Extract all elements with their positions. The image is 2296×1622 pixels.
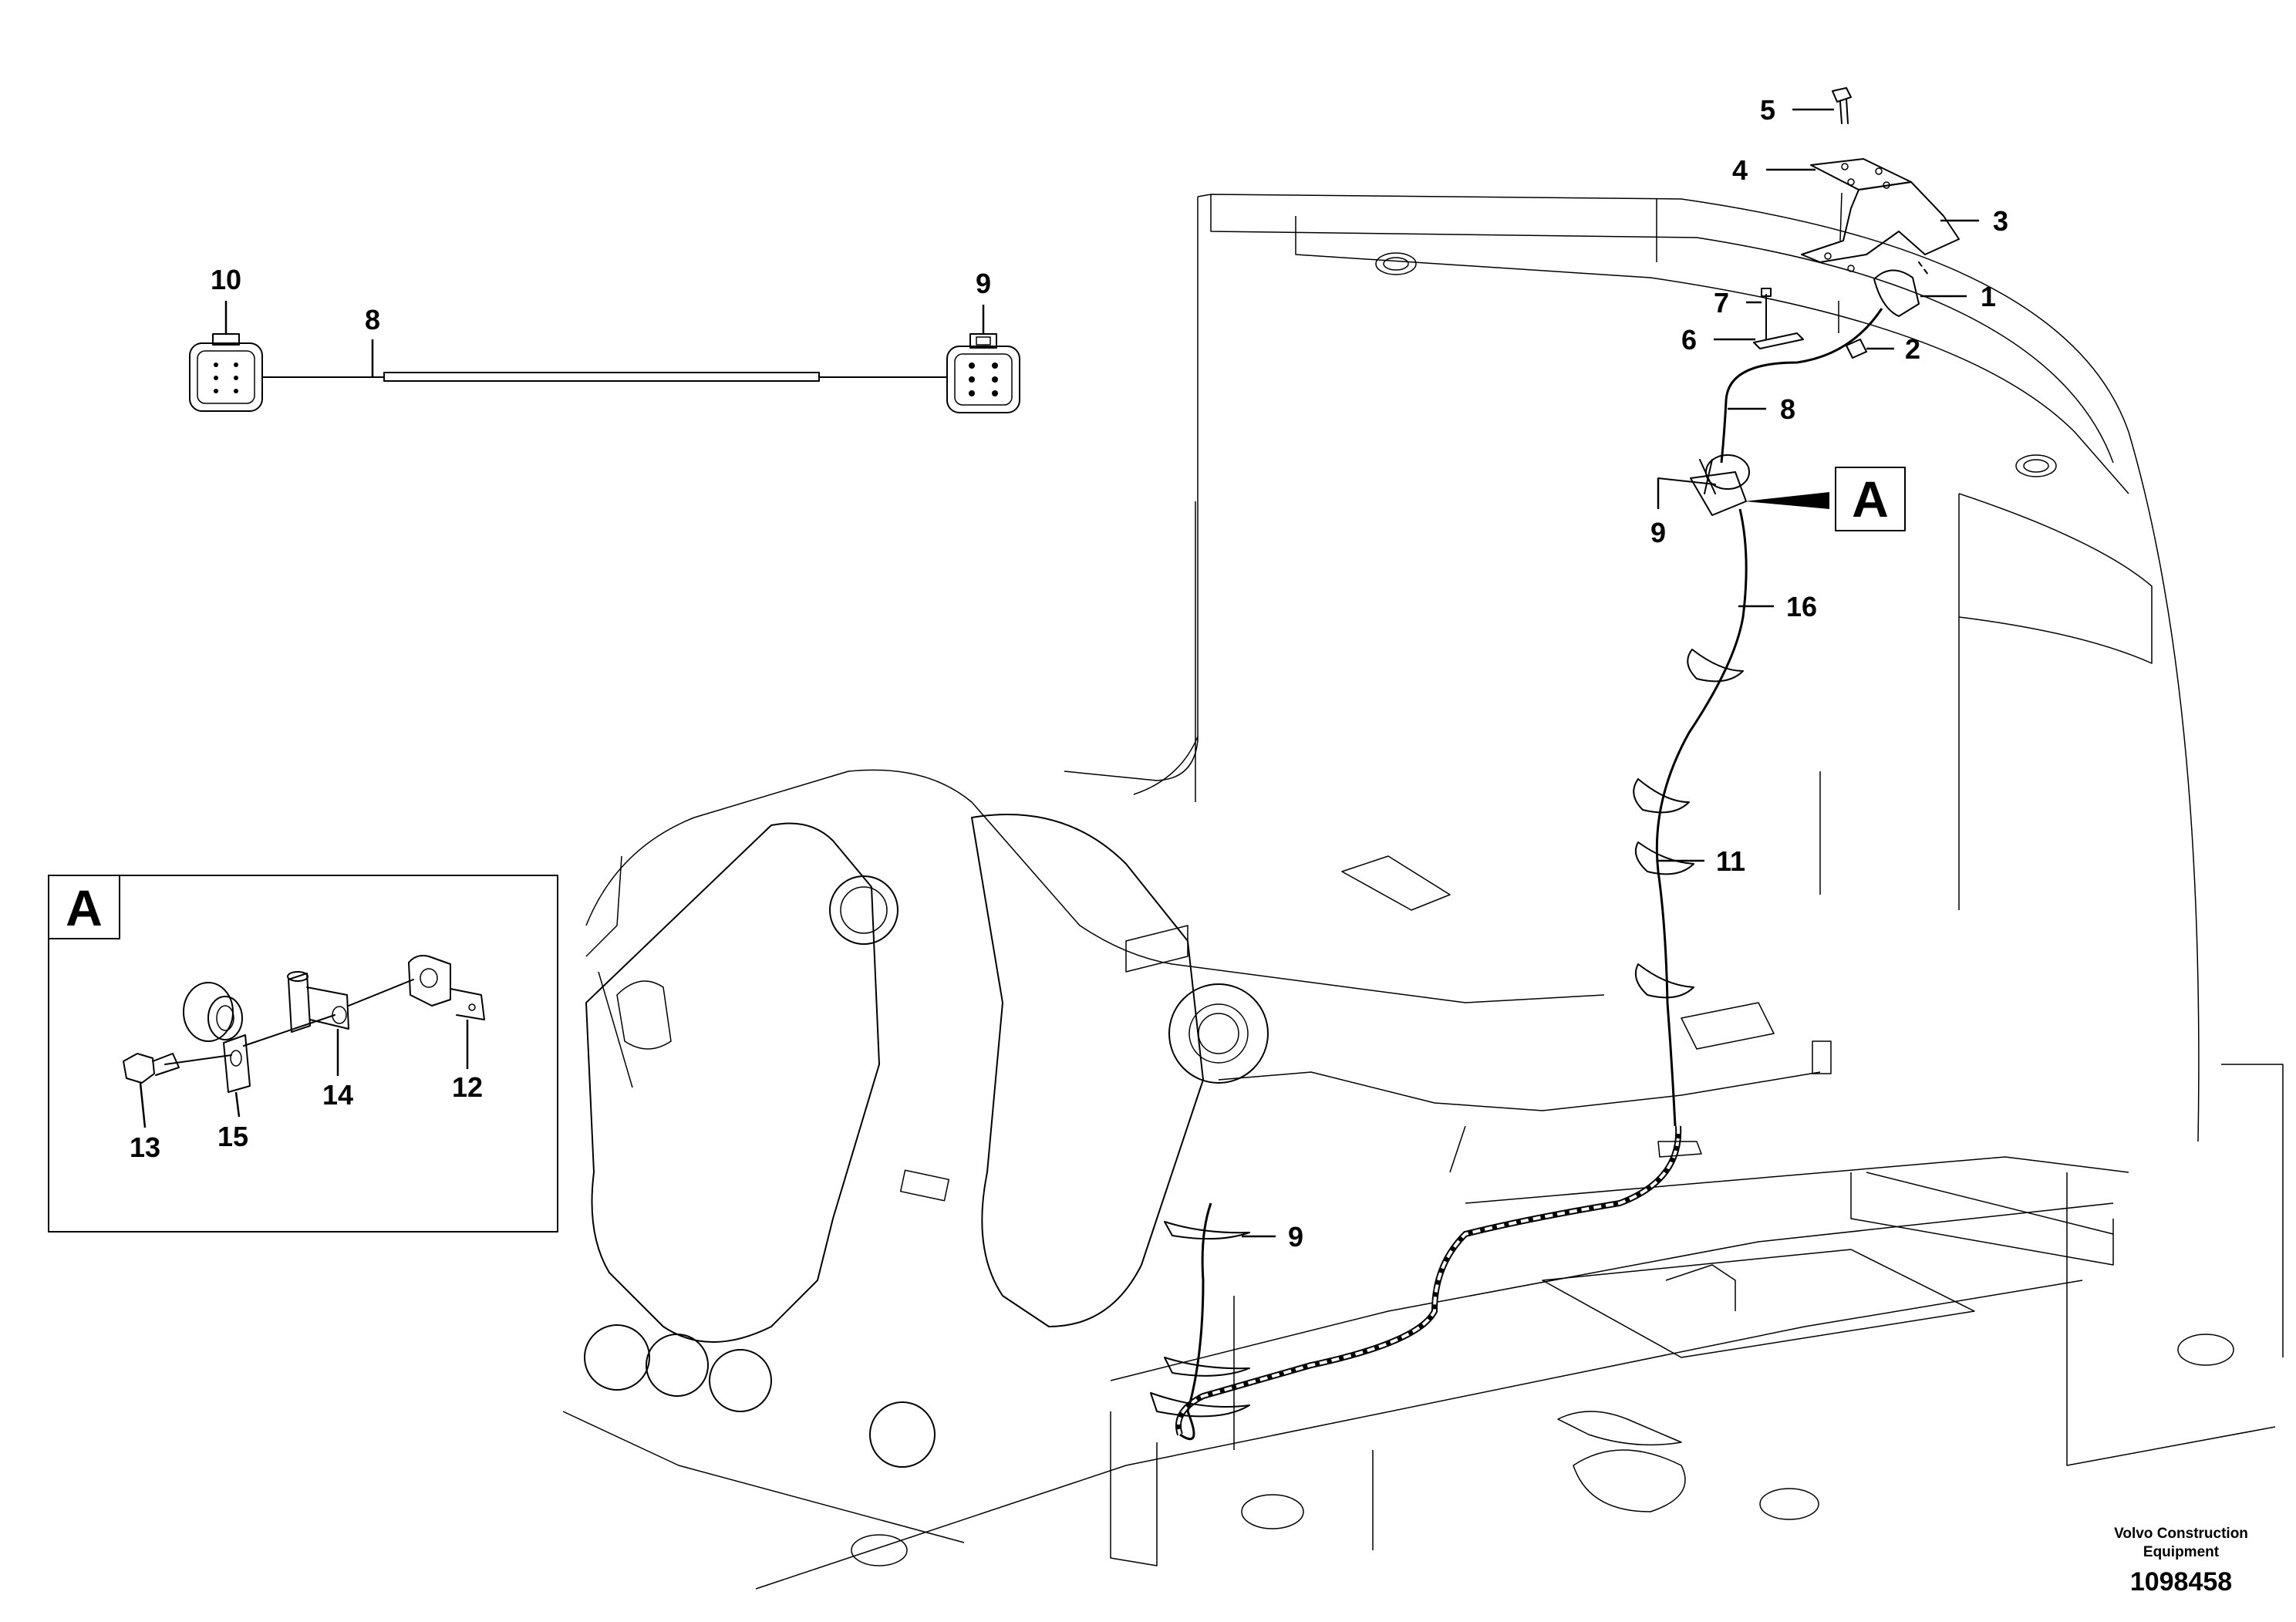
clip-11b-icon: [1633, 778, 1690, 814]
screw-2-icon: [1846, 339, 1867, 359]
callout-11: 11: [1716, 845, 1745, 877]
callout-3: 3: [1993, 205, 2008, 237]
callout-16: 16: [1786, 591, 1817, 622]
callout-2: 2: [1905, 333, 1920, 365]
plate-4-icon: [1810, 158, 1912, 191]
callout-5: 5: [1760, 94, 1775, 126]
terminal-12-icon: [408, 955, 485, 1020]
callout-labels: 5 4 3 1 7 6 2 8 9 16 11 9: [1242, 94, 2008, 1253]
footer: Volvo Construction Equipment 1098458: [2114, 1526, 2248, 1597]
callout-9-lower: 9: [1288, 1221, 1303, 1253]
company-name-line1: Volvo Construction: [2114, 1526, 2248, 1542]
detail-a-panel: A: [48, 875, 558, 1233]
callout-8-overview: 8: [365, 304, 380, 336]
harness-16-routing: [1655, 508, 1748, 1127]
connector-9-installed-icon: [1690, 471, 1747, 516]
callout-13: 13: [130, 1131, 160, 1163]
bolt-13-icon: [123, 1053, 180, 1084]
callout-9-main: 9: [1650, 517, 1666, 548]
cable-8-routing: [1720, 308, 1883, 464]
callout-4: 4: [1732, 154, 1748, 186]
sensor-1-icon: [1873, 269, 1920, 317]
callout-15: 15: [217, 1121, 248, 1152]
clamp-6-icon: [1753, 332, 1804, 349]
detail-a-reference-label: A: [1852, 470, 1889, 528]
clip-11a-icon: [1687, 649, 1744, 683]
callout-14: 14: [322, 1079, 353, 1111]
bracket-3-icon: [1801, 181, 1960, 263]
company-name-line2: Equipment: [2143, 1544, 2220, 1560]
cable-8-icon: [261, 372, 948, 382]
callout-12: 12: [452, 1071, 483, 1103]
bolt-5-icon: [1832, 87, 1852, 124]
detail-a-reference: A: [1745, 467, 1906, 531]
connector-10-icon: [189, 333, 263, 412]
clip-14-icon: [287, 971, 349, 1033]
callout-8-main: 8: [1780, 393, 1795, 425]
harness-routing: [1150, 87, 1960, 1441]
clip-9-lower-b-icon: [1164, 1357, 1250, 1377]
callout-6: 6: [1681, 324, 1697, 356]
clip-11d-icon: [1635, 963, 1694, 999]
harness-overview: 10 8 9: [189, 264, 1020, 413]
detail-a-label: A: [66, 879, 103, 936]
clip-9-lower-c-icon: [1150, 1392, 1250, 1418]
callout-7: 7: [1714, 287, 1729, 319]
machine-frame-drawing: [562, 194, 2284, 1590]
harness-hidden-routing: [1175, 1125, 1682, 1436]
clamp-15-icon: [183, 982, 251, 1093]
drawing-number: 1098458: [2130, 1567, 2232, 1597]
clip-9-lower-a-icon: [1164, 1221, 1250, 1240]
callout-9-overview: 9: [976, 268, 991, 299]
callout-1: 1: [1981, 281, 1996, 312]
callout-10: 10: [211, 264, 241, 295]
clip-11c-icon: [1635, 841, 1694, 875]
connector-9-icon: [946, 333, 1020, 413]
